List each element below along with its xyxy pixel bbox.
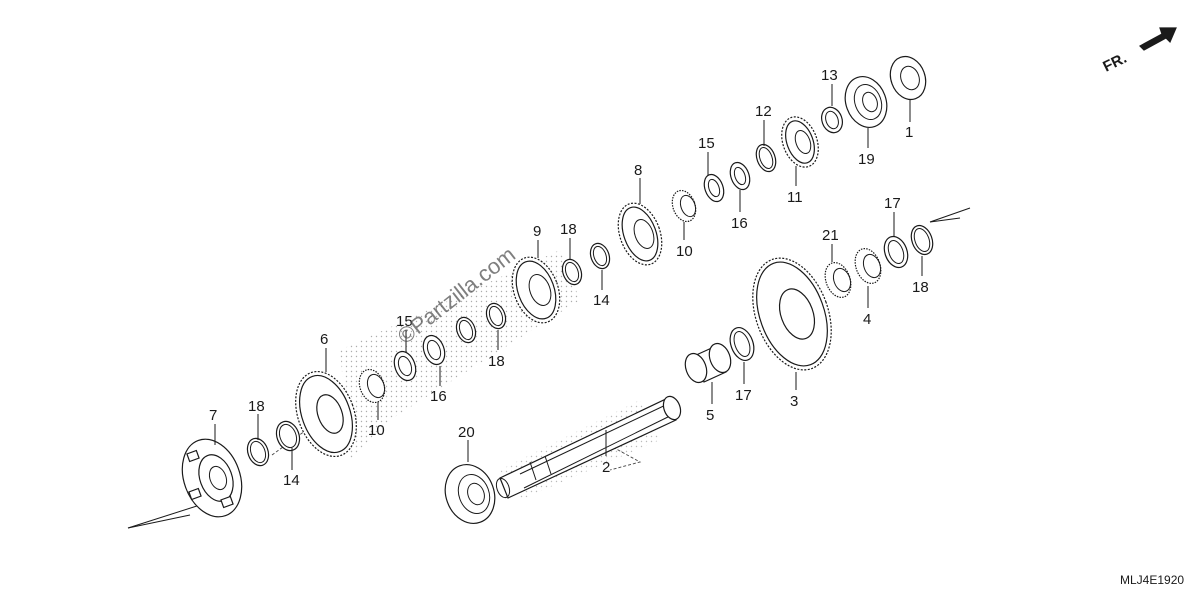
part-20-ball-bearing bbox=[444, 464, 496, 524]
part-2-shaft bbox=[495, 395, 682, 499]
callout-4[interactable]: 4 bbox=[863, 311, 871, 328]
callout-12[interactable]: 12 bbox=[755, 103, 772, 120]
part-18-washer-d bbox=[910, 224, 934, 256]
callout-17[interactable]: 17 bbox=[884, 195, 901, 212]
part-14-circlip-a bbox=[275, 420, 301, 452]
callout-5[interactable]: 5 bbox=[706, 407, 714, 424]
part-8-gear bbox=[617, 202, 663, 266]
front-arrow-icon bbox=[1139, 27, 1177, 51]
front-direction-indicator: FR. bbox=[1100, 27, 1177, 76]
part-21-needle-bearing bbox=[824, 261, 852, 299]
callout-9[interactable]: 9 bbox=[533, 223, 541, 240]
callout-15[interactable]: 15 bbox=[698, 135, 715, 152]
part-16-splined-washer-b bbox=[729, 161, 751, 191]
part-3-gear bbox=[752, 257, 832, 371]
leader-lines bbox=[214, 84, 923, 470]
callout-7[interactable]: 7 bbox=[209, 407, 217, 424]
callout-18[interactable]: 18 bbox=[248, 398, 265, 415]
part-14-circlip-b bbox=[589, 242, 611, 270]
part-18-washer-c bbox=[561, 258, 583, 286]
part-18-washer-b bbox=[485, 302, 507, 330]
callouts: 7 18 14 6 10 15 16 18 9 18 14 8 10 15 16… bbox=[209, 67, 929, 489]
part-17-washer-a bbox=[729, 326, 755, 362]
part-13-washer bbox=[821, 106, 843, 134]
part-11-gear bbox=[781, 116, 819, 168]
part-19-ball-bearing bbox=[844, 76, 888, 128]
callout-18[interactable]: 18 bbox=[560, 221, 577, 238]
callout-1[interactable]: 1 bbox=[905, 124, 913, 141]
callout-19[interactable]: 19 bbox=[858, 151, 875, 168]
part-4-bearing bbox=[854, 247, 882, 285]
callout-14[interactable]: 14 bbox=[593, 292, 610, 309]
callout-10[interactable]: 10 bbox=[368, 422, 385, 439]
callout-11[interactable]: 11 bbox=[787, 189, 803, 206]
callout-16[interactable]: 16 bbox=[731, 215, 748, 232]
part-18-washer-a bbox=[246, 437, 270, 467]
callout-16[interactable]: 16 bbox=[430, 388, 447, 405]
callout-21[interactable]: 21 bbox=[822, 227, 839, 244]
part-17-washer-b bbox=[883, 235, 909, 269]
callout-14[interactable]: 14 bbox=[283, 472, 300, 489]
part-10-needle-bearing-a bbox=[358, 368, 386, 404]
part-15-lock-washer-b bbox=[703, 173, 725, 203]
callout-13[interactable]: 13 bbox=[821, 67, 838, 84]
part-1-seal bbox=[889, 55, 927, 101]
part-12-ring bbox=[755, 143, 777, 173]
part-ring-mid-a bbox=[455, 316, 477, 344]
callout-20[interactable]: 20 bbox=[458, 424, 475, 441]
diagram-code: MLJ4E1920 bbox=[1120, 573, 1184, 587]
callout-18[interactable]: 18 bbox=[912, 279, 929, 296]
part-10-needle-bearing-b bbox=[671, 189, 697, 223]
callout-10[interactable]: 10 bbox=[676, 243, 693, 260]
front-label: FR. bbox=[1100, 50, 1129, 76]
part-15-lock-washer-a bbox=[393, 350, 417, 382]
callout-15[interactable]: 15 bbox=[396, 313, 413, 330]
part-9-gear bbox=[511, 256, 561, 324]
callout-17[interactable]: 17 bbox=[735, 387, 752, 404]
part-16-splined-washer-a bbox=[422, 334, 446, 366]
callout-2[interactable]: 2 bbox=[602, 459, 610, 476]
shading bbox=[340, 250, 660, 500]
callout-8[interactable]: 8 bbox=[634, 162, 642, 179]
callout-18[interactable]: 18 bbox=[488, 353, 505, 370]
part-7-gear bbox=[181, 438, 243, 518]
part-6-gear bbox=[295, 370, 357, 458]
part-5-collar bbox=[684, 342, 732, 384]
callout-3[interactable]: 3 bbox=[790, 393, 798, 410]
callout-6[interactable]: 6 bbox=[320, 331, 328, 348]
